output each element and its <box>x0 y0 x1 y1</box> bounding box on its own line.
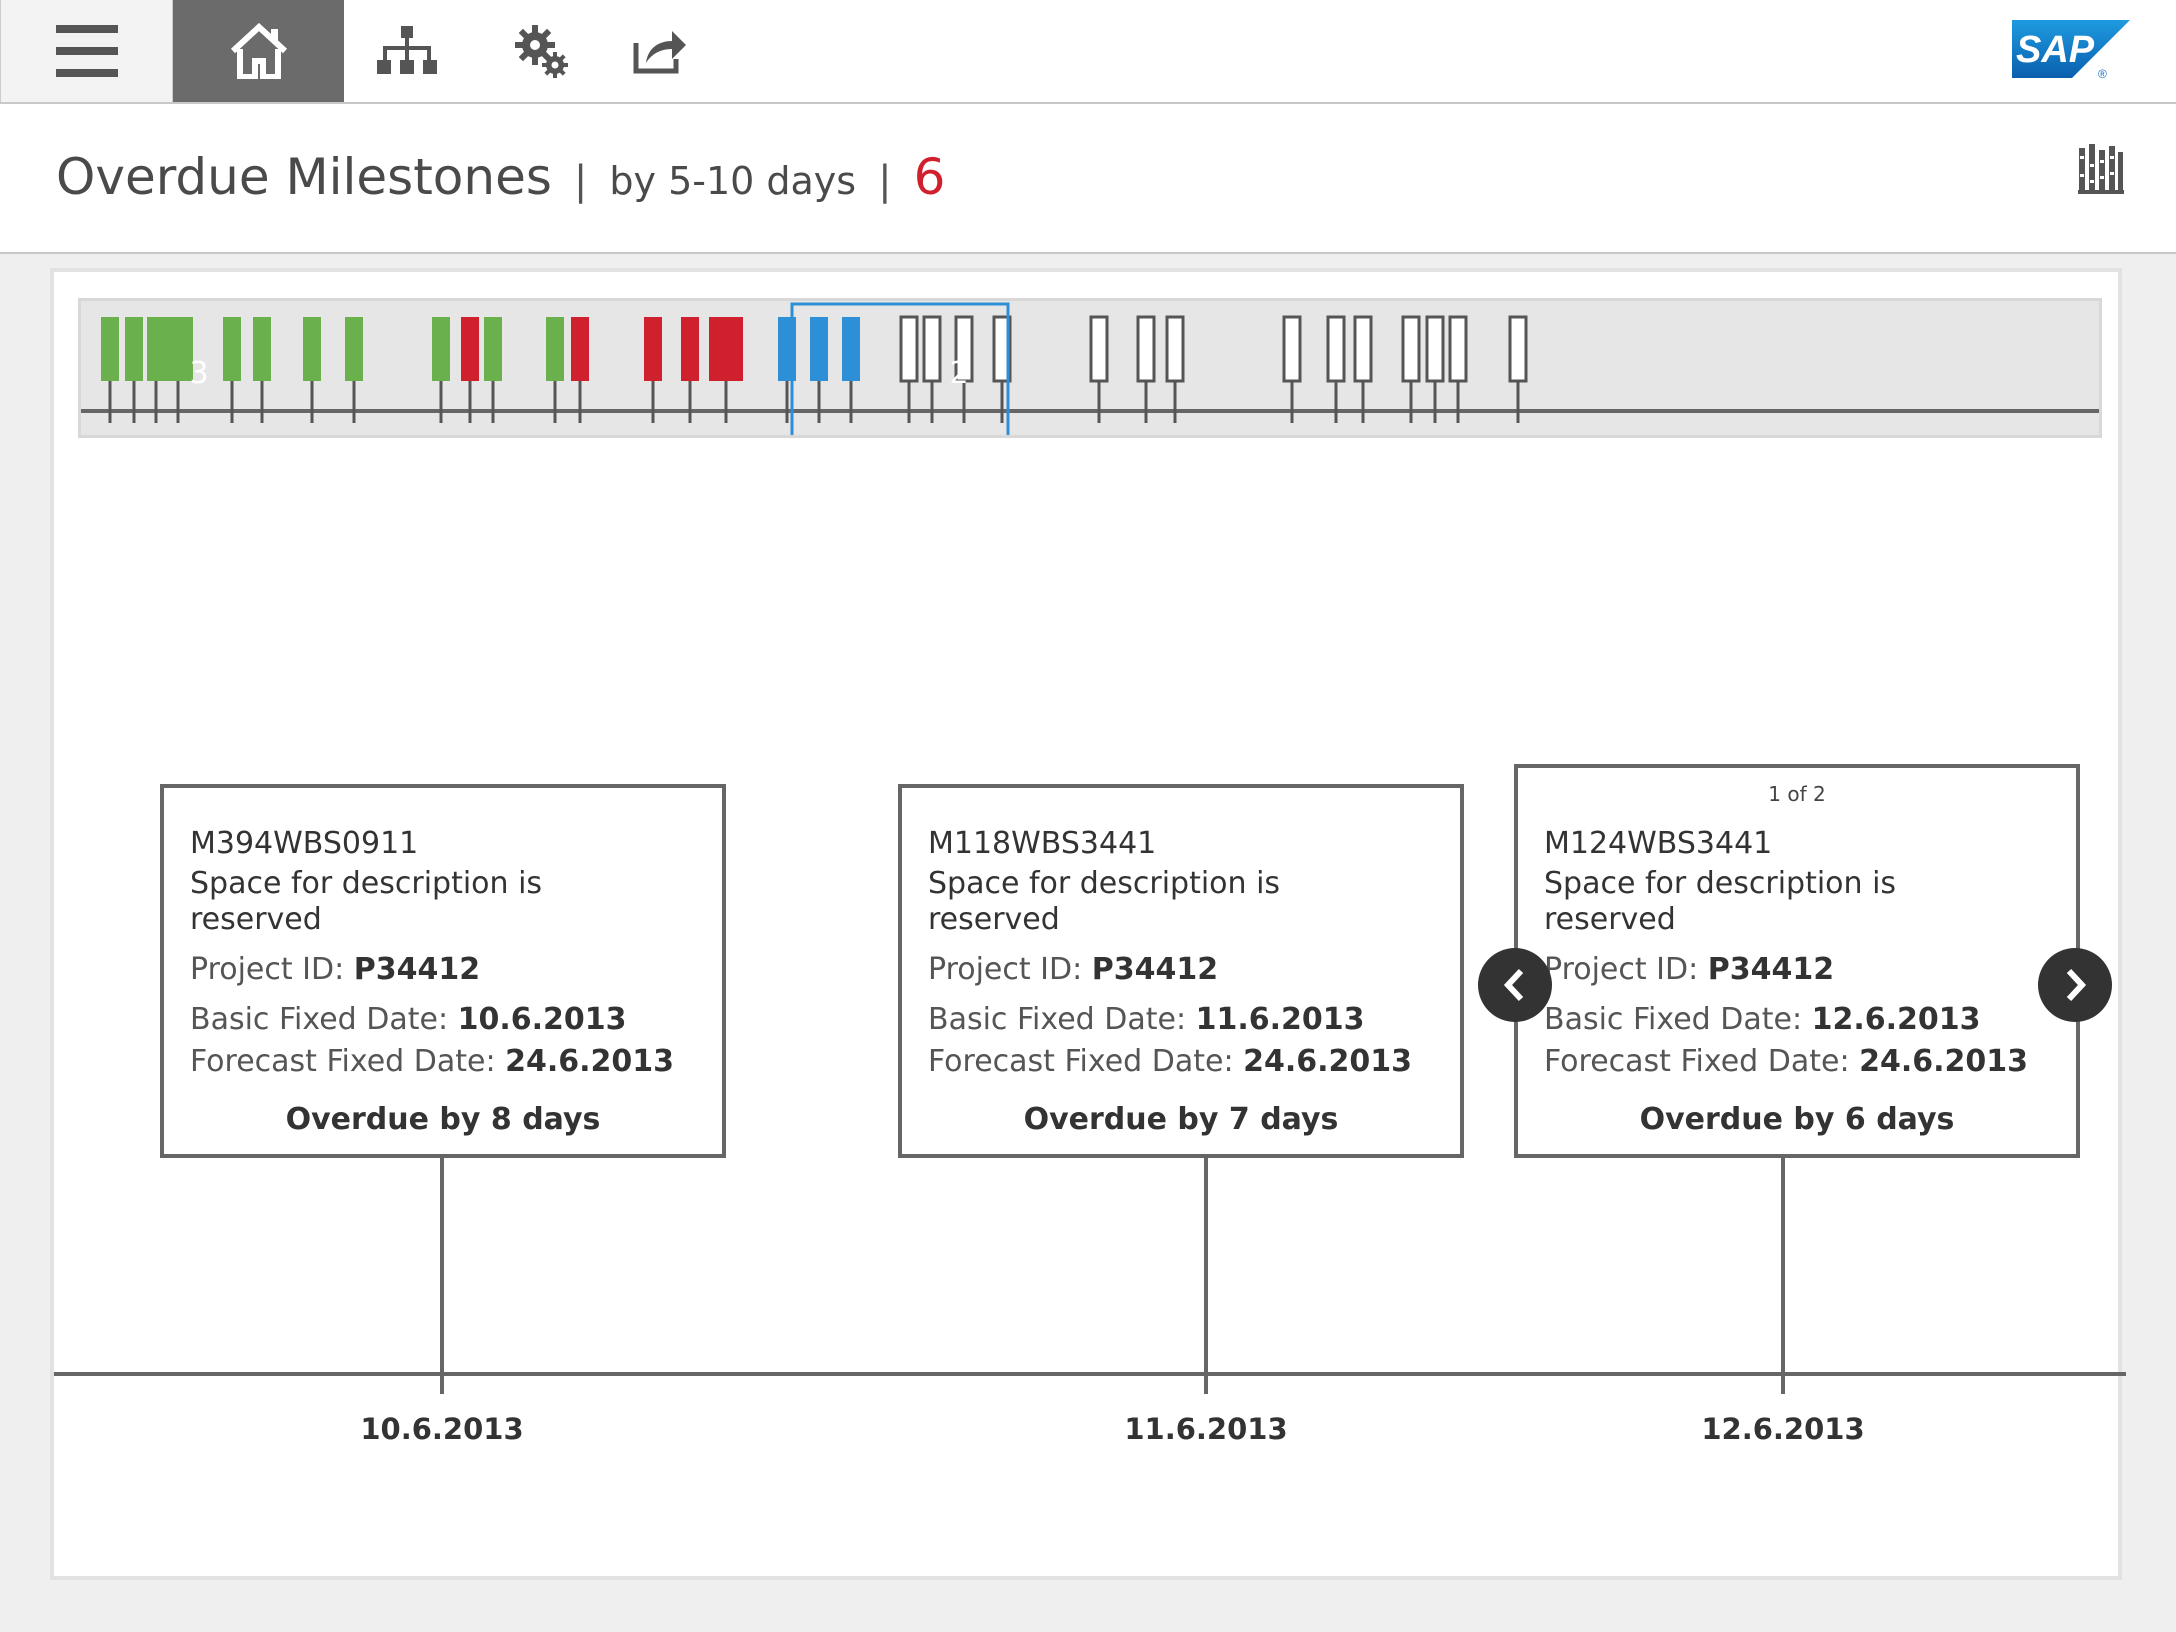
timeline-date-label: 12.6.2013 <box>1701 1412 1865 1446</box>
svg-text:®: ® <box>2098 67 2107 80</box>
home-icon <box>230 23 287 79</box>
milestone-marker <box>101 317 119 381</box>
milestone-marker <box>432 317 450 381</box>
milestone-marker <box>125 317 143 381</box>
card-connector <box>440 1158 444 1394</box>
cluster-count-label: 3 <box>189 356 208 391</box>
timeline-date-label: 10.6.2013 <box>360 1412 524 1446</box>
project-id-row: Project ID: P34412 <box>190 952 481 987</box>
milestone-marker <box>461 317 479 381</box>
gear-icon <box>515 25 568 78</box>
milestone-marker <box>1425 315 1445 383</box>
milestone-marker <box>922 315 942 383</box>
milestone-marker <box>681 317 699 381</box>
milestone-marker <box>1448 315 1468 383</box>
project-id-row: Project ID: P34412 <box>1544 952 1835 987</box>
timeline-axis <box>54 1372 2126 1376</box>
milestone-card[interactable]: M118WBS3441 Space for description is res… <box>898 784 1464 1158</box>
milestone-marker <box>1282 315 1302 383</box>
card-connector <box>1204 1158 1208 1394</box>
basic-fixed-date-row: Basic Fixed Date: 11.6.2013 <box>928 1002 1365 1037</box>
svg-text:SAP: SAP <box>2016 29 2095 71</box>
timeline-overview[interactable]: 3 2 <box>78 298 2102 438</box>
milestone-marker <box>709 317 743 381</box>
milestone-marker <box>899 315 919 383</box>
title-separator: | <box>878 158 892 204</box>
basic-fixed-date-row: Basic Fixed Date: 12.6.2013 <box>1544 1002 1981 1037</box>
milestone-marker <box>303 317 321 381</box>
settings-button[interactable] <box>486 0 596 102</box>
milestone-marker <box>345 317 363 381</box>
title-separator: | <box>573 158 588 204</box>
page-title: Overdue Milestones <box>56 148 552 206</box>
milestone-marker <box>1089 315 1109 383</box>
card-page-indicator: 1 of 2 <box>1768 782 1826 806</box>
milestone-description: Space for description is reserved <box>1544 866 1897 937</box>
milestone-description: Space for description is reserved <box>928 866 1281 937</box>
milestone-id: M124WBS3441 <box>1544 826 1773 861</box>
milestone-marker <box>810 317 828 381</box>
milestone-marker <box>484 317 502 381</box>
overdue-label: Overdue by 8 days <box>285 1102 601 1137</box>
milestone-id: M118WBS3441 <box>928 826 1157 861</box>
milestone-marker <box>253 317 271 381</box>
cluster-count-label: 2 <box>949 356 968 391</box>
hierarchy-button[interactable] <box>344 0 470 102</box>
milestone-card[interactable]: 1 of 2 M124WBS3441 Space for description… <box>1514 764 2080 1158</box>
timeline-panel: 3 2 M394WBS0911 Space for description is… <box>50 268 2126 1580</box>
previous-card-button[interactable] <box>1478 948 1552 1022</box>
overview-chart: 3 2 <box>81 302 2099 435</box>
next-card-button[interactable] <box>2038 948 2112 1022</box>
milestone-marker <box>1353 315 1373 383</box>
milestone-marker <box>163 317 193 381</box>
milestone-marker <box>1326 315 1346 383</box>
milestone-id: M394WBS0911 <box>190 826 419 861</box>
milestone-marker <box>1165 315 1185 383</box>
menu-icon <box>55 25 118 77</box>
share-button[interactable] <box>610 0 710 102</box>
timeline-date-label: 11.6.2013 <box>1124 1412 1288 1446</box>
card-connector <box>1781 1158 1785 1394</box>
milestone-card[interactable]: M394WBS0911 Space for description is res… <box>160 784 726 1158</box>
basic-fixed-date-row: Basic Fixed Date: 10.6.2013 <box>190 1002 627 1037</box>
milestone-marker <box>1136 315 1156 383</box>
hierarchy-icon <box>377 26 437 74</box>
overdue-label: Overdue by 7 days <box>1023 1102 1339 1137</box>
page-header: Overdue Milestones | by 5-10 days | 6 <box>0 104 2176 254</box>
milestone-marker <box>223 317 241 381</box>
menu-button[interactable] <box>0 0 173 102</box>
milestone-marker <box>992 315 1012 383</box>
view-switch-icon[interactable] <box>2078 144 2124 196</box>
overdue-label: Overdue by 6 days <box>1639 1102 1955 1137</box>
milestone-marker <box>842 317 860 381</box>
overview-selection-window[interactable] <box>790 302 1010 435</box>
project-id-row: Project ID: P34412 <box>928 952 1219 987</box>
milestone-marker <box>954 315 974 383</box>
sap-logo: SAP ® <box>2012 20 2130 80</box>
milestone-marker <box>147 317 165 381</box>
forecast-fixed-date-row: Forecast Fixed Date: 24.6.2013 <box>928 1044 1413 1079</box>
milestone-marker <box>1401 315 1421 383</box>
forecast-fixed-date-row: Forecast Fixed Date: 24.6.2013 <box>1544 1044 2029 1079</box>
filter-label: by 5-10 days <box>609 159 857 203</box>
milestone-marker <box>571 317 589 381</box>
milestone-marker <box>546 317 564 381</box>
milestone-count: 6 <box>913 148 946 206</box>
home-button[interactable] <box>173 0 344 102</box>
chevron-left-icon <box>1503 968 1524 1002</box>
forecast-fixed-date-row: Forecast Fixed Date: 24.6.2013 <box>190 1044 675 1079</box>
share-icon <box>633 31 686 74</box>
milestone-marker <box>644 317 662 381</box>
milestone-marker <box>1508 315 1528 383</box>
top-toolbar: SAP ® <box>0 0 2176 104</box>
chevron-right-icon <box>2066 968 2087 1002</box>
milestone-description: Space for description is reserved <box>190 866 543 937</box>
